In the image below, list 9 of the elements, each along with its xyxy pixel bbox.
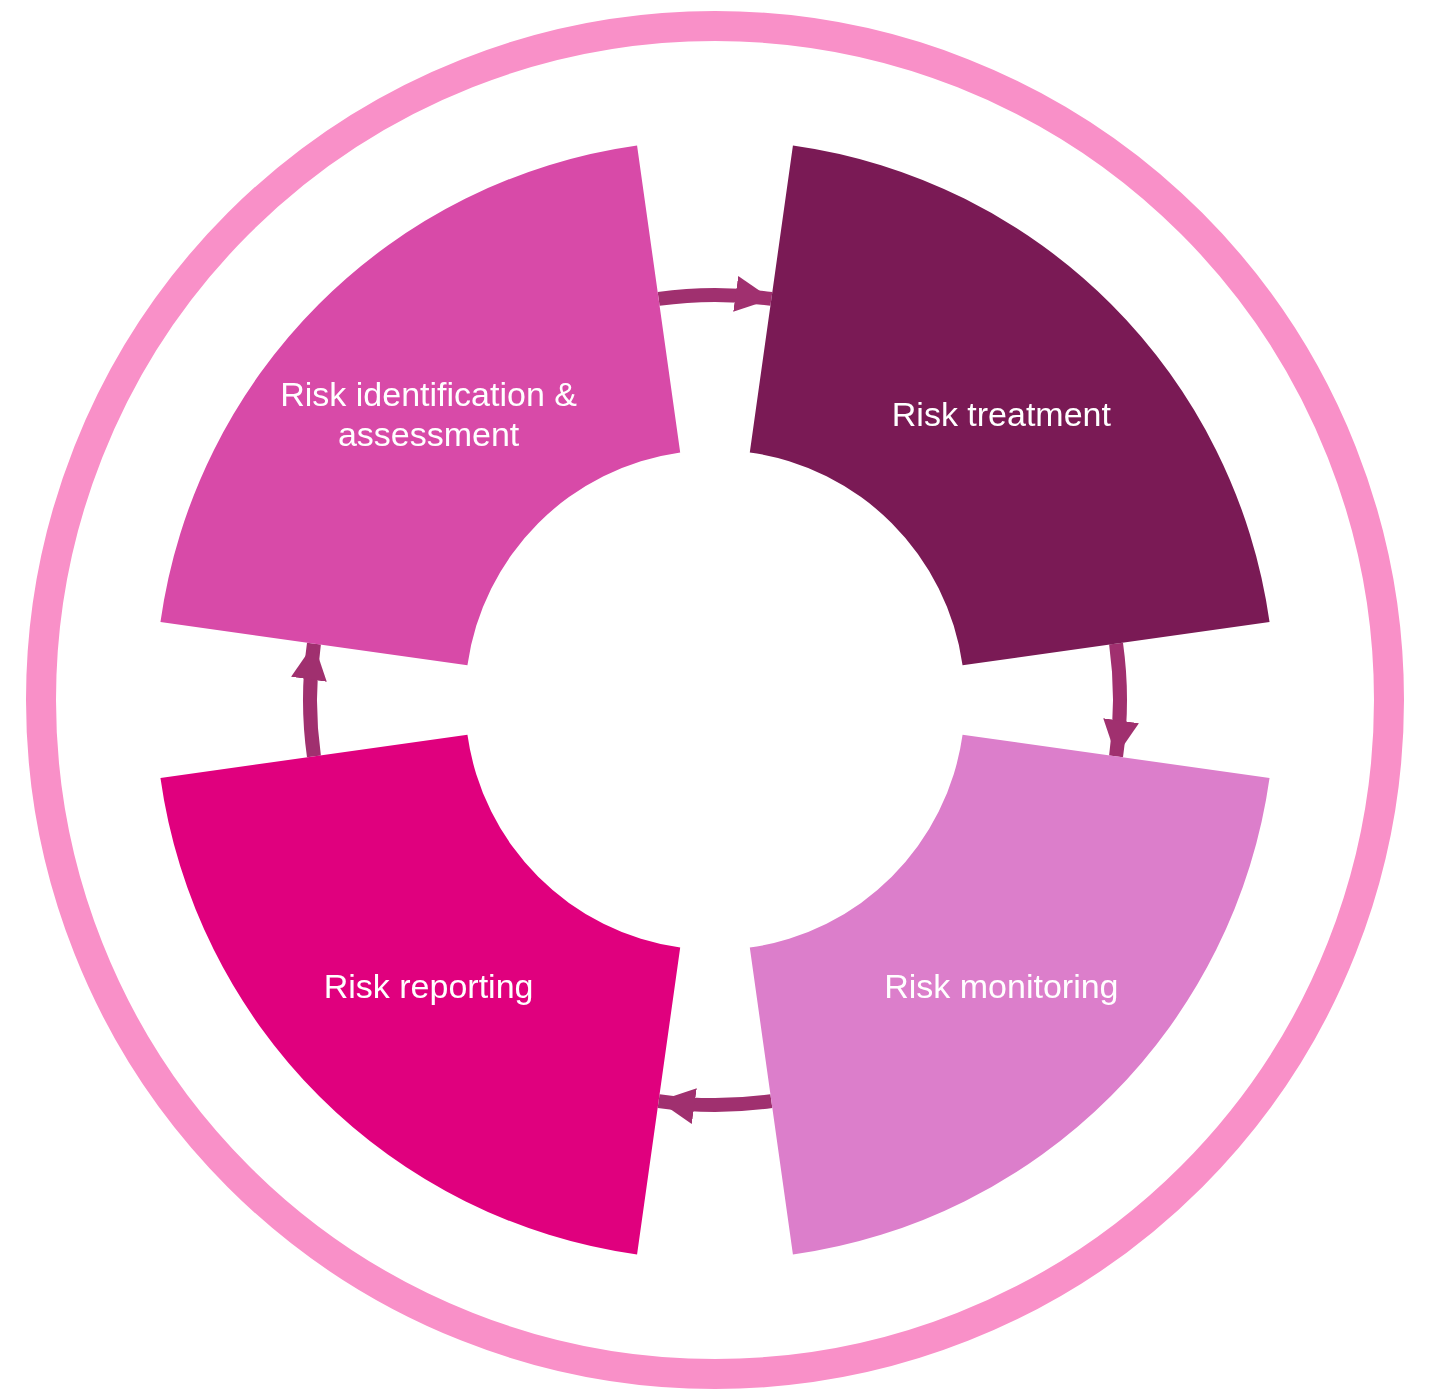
arrow <box>657 1086 773 1123</box>
step-label: Risk treatment <box>890 393 1112 434</box>
arrow <box>292 642 329 758</box>
step-label: Risk identification & assessment <box>279 373 578 454</box>
ring-outline <box>25 10 1405 1390</box>
step-label: Risk reporting <box>322 966 535 1007</box>
step-label: Risk monitoring <box>883 966 1120 1007</box>
arrow <box>657 277 773 314</box>
arrow <box>1101 642 1138 758</box>
